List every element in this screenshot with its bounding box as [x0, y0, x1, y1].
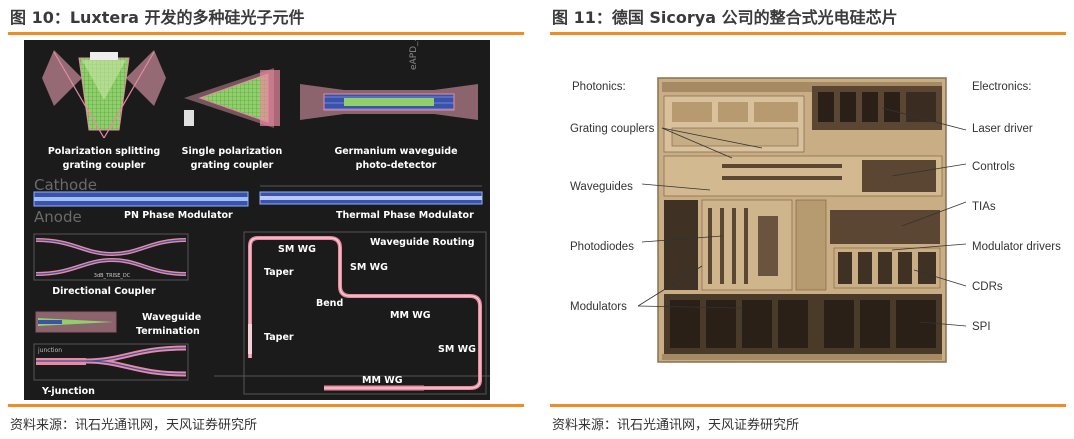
pn-phase-label: PN Phase Modulator	[124, 210, 233, 221]
taper-label-2: Taper	[264, 332, 294, 343]
figure-10-image: Polarization splitting grating coupler S…	[24, 0, 490, 400]
germanium-photodetector	[300, 84, 478, 120]
cathode-label: Cathode	[34, 176, 97, 194]
polarization-splitting-label-1: Polarization splitting	[48, 146, 160, 157]
figure-11-image: Photonics: Grating couplers Waveguides P…	[562, 40, 1072, 400]
photonics-heading: Photonics:	[572, 81, 626, 93]
silicon-photonics-components-drawing: Polarization splitting grating coupler S…	[33, 0, 490, 397]
y-junction	[33, 343, 189, 381]
waveguide-routing	[214, 231, 490, 395]
tias-label: TIAs	[972, 201, 996, 213]
bottom-accent-rule	[8, 404, 524, 407]
y-junction-label: Y-junction	[41, 386, 95, 397]
figure-10-title: 图 10：Luxtera 开发的多种硅光子元件	[10, 8, 305, 27]
waveguides-label: Waveguides	[570, 181, 633, 193]
sm-wg-label-1: SM WG	[278, 244, 316, 255]
hybrid-tag: eAPD_..._Hybrid	[409, 40, 419, 70]
polarization-splitting-label-2: grating coupler	[63, 160, 146, 171]
bottom-accent-rule	[550, 404, 1066, 407]
chip-die	[657, 77, 947, 363]
leader-lines	[637, 107, 967, 327]
mm-wg-label-1: MM WG	[390, 310, 431, 321]
controls-label: Controls	[972, 161, 1015, 173]
thermal-phase-label: Thermal Phase Modulator	[336, 210, 474, 221]
germanium-label-2: photo-detector	[356, 160, 437, 171]
dc-tag: 3dB_TRISE_DC	[94, 273, 131, 279]
modulators-label: Modulators	[570, 301, 627, 313]
laser-driver-label: Laser driver	[972, 123, 1033, 135]
wg-termination-label-2: Termination	[136, 326, 200, 337]
junction-tag: junction	[37, 347, 62, 354]
single-polarization-label-2: grating coupler	[191, 160, 274, 171]
right-panel: 图 11：德国 Sicorya 公司的整合式光电硅芯片	[550, 0, 1072, 439]
grating-couplers-label: Grating couplers	[570, 123, 655, 135]
bend-label: Bend	[316, 298, 343, 309]
spi-label: SPI	[972, 321, 991, 333]
wg-termination-label-1: Waveguide	[142, 312, 201, 323]
anode-label: Anode	[34, 208, 82, 226]
polarization-splitting-coupler	[42, 50, 166, 139]
sm-wg-label-2: SM WG	[350, 262, 388, 273]
modulator-drivers-label: Modulator drivers	[972, 241, 1061, 253]
left-panel: 图 10：Luxtera 开发的多种硅光子元件	[8, 0, 528, 439]
top-accent-rule	[550, 32, 1066, 35]
figure-11-title: 图 11：德国 Sicorya 公司的整合式光电硅芯片	[552, 8, 898, 27]
germanium-label-1: Germanium waveguide	[334, 146, 457, 157]
wg-routing-label: Waveguide Routing	[370, 237, 475, 248]
figure-10-source: 资料来源：讯石光通讯网，天风证券研究所	[10, 418, 258, 433]
cdrs-label: CDRs	[972, 281, 1003, 293]
single-polarization-coupler	[184, 68, 280, 128]
mm-wg-label-2: MM WG	[362, 375, 403, 386]
taper-label-1: Taper	[264, 267, 294, 278]
top-accent-rule	[8, 32, 524, 35]
sm-wg-label-3: SM WG	[438, 344, 476, 355]
single-polarization-label-1: Single polarization	[182, 146, 283, 157]
photodiodes-label: Photodiodes	[570, 241, 634, 253]
integrated-photonic-chip-drawing: Photonics: Grating couplers Waveguides P…	[570, 77, 1061, 363]
waveguide-termination	[35, 311, 117, 333]
directional-coupler-label: Directional Coupler	[52, 286, 156, 297]
electronics-heading: Electronics:	[972, 81, 1031, 93]
directional-coupler	[33, 233, 189, 281]
figure-11-source: 资料来源：讯石光通讯网，天风证券研究所	[552, 418, 800, 433]
